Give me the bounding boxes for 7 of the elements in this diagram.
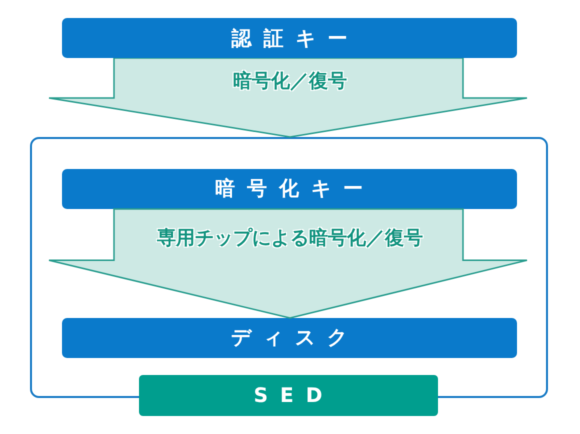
block-arrow	[48, 57, 528, 138]
edge-label: 専用チップによる暗号化／復号	[155, 224, 425, 251]
label-tab: SED	[138, 374, 438, 416]
edge-label: 暗号化／復号	[231, 68, 349, 94]
disk-bar: ディスク	[62, 318, 516, 358]
key-bar: 認証キー	[62, 18, 517, 58]
key-bar: 暗号化キー	[62, 168, 516, 208]
